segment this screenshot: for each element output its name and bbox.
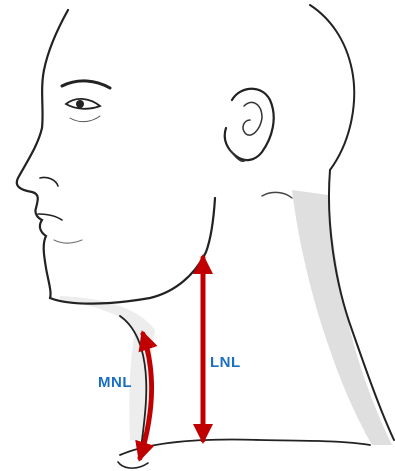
eyebrow bbox=[62, 81, 110, 88]
mnl-label: MNL bbox=[98, 374, 132, 391]
lnl-label: LNL bbox=[210, 354, 241, 371]
ear-inner bbox=[243, 102, 262, 135]
neck-crease bbox=[262, 192, 292, 198]
eye-crease bbox=[70, 116, 100, 122]
collar-notch-outline bbox=[118, 462, 148, 468]
pupil bbox=[76, 100, 84, 108]
jaw-outline bbox=[50, 198, 215, 304]
chin-crease bbox=[54, 240, 82, 243]
ear-outline bbox=[225, 89, 274, 160]
shoulder-outline bbox=[120, 440, 370, 455]
nostril bbox=[40, 177, 58, 186]
neck-shading bbox=[292, 190, 392, 445]
face-profile-outline bbox=[17, 10, 68, 298]
skull-outline bbox=[310, 5, 354, 170]
throat-shading bbox=[60, 296, 155, 440]
